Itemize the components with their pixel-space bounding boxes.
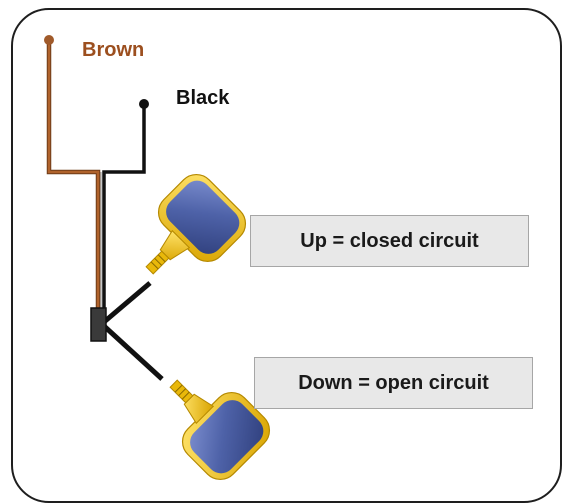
brown-wire-terminal [44,35,54,45]
up-float-cable [102,281,152,324]
black-wire-label: Black [176,87,230,109]
black-wire [102,99,149,318]
down-state-label: Down = open circuit [254,357,533,409]
brown-wire [44,35,101,318]
junction-block [90,307,107,342]
up-state-label: Up = closed circuit [250,215,529,267]
black-wire-terminal [139,99,149,109]
brown-wire-label: Brown [82,39,145,61]
down-float-cable [102,324,164,381]
float-switch-up [145,173,247,275]
float-switch-down [169,379,271,481]
